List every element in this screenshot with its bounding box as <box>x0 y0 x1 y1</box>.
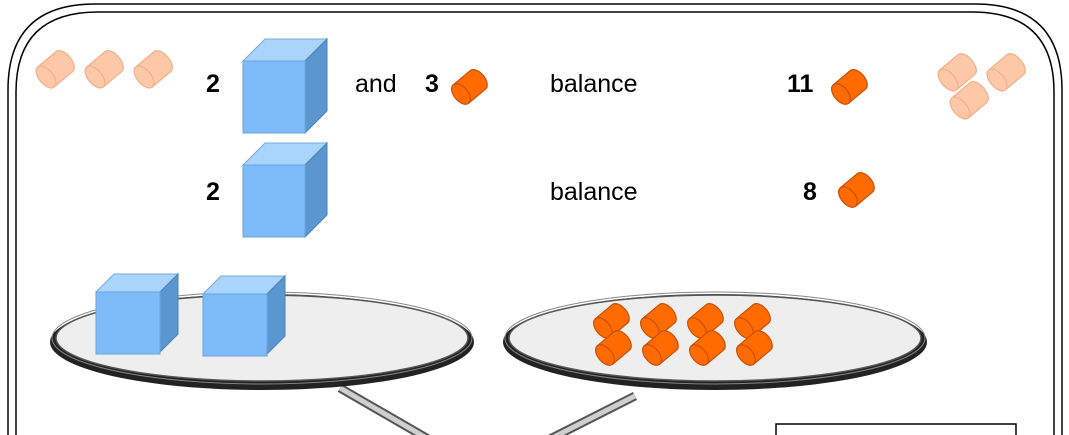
row1-left-count: 2 <box>206 70 220 98</box>
scale-arms <box>337 384 638 435</box>
counter-icon <box>827 65 872 109</box>
row1-right-count: 11 <box>787 70 814 98</box>
faded-counters-right <box>933 49 1030 124</box>
balance-scale <box>50 273 927 435</box>
row2-left-count: 2 <box>206 178 220 206</box>
row1-relation: balance <box>550 70 638 98</box>
counter-icon <box>834 168 879 212</box>
faded-counters-left <box>31 46 177 93</box>
cube-icon <box>242 38 328 134</box>
cube-icon <box>242 142 328 238</box>
counter-icon <box>447 65 492 109</box>
left-pan <box>50 273 474 390</box>
outer-frame <box>7 3 1063 435</box>
row1-joiner: and <box>355 70 397 98</box>
equation-row-1: 2 and 3 balance 11 <box>206 38 872 134</box>
answer-box <box>775 423 1017 435</box>
equation-row-2: 2 balance 8 <box>206 142 879 238</box>
row1-extra-count: 3 <box>425 70 439 98</box>
right-pan <box>503 291 927 390</box>
row2-relation: balance <box>550 178 638 206</box>
row2-right-count: 8 <box>803 178 817 206</box>
cube-on-left-pan <box>202 275 286 357</box>
cube-on-left-pan <box>95 273 179 355</box>
